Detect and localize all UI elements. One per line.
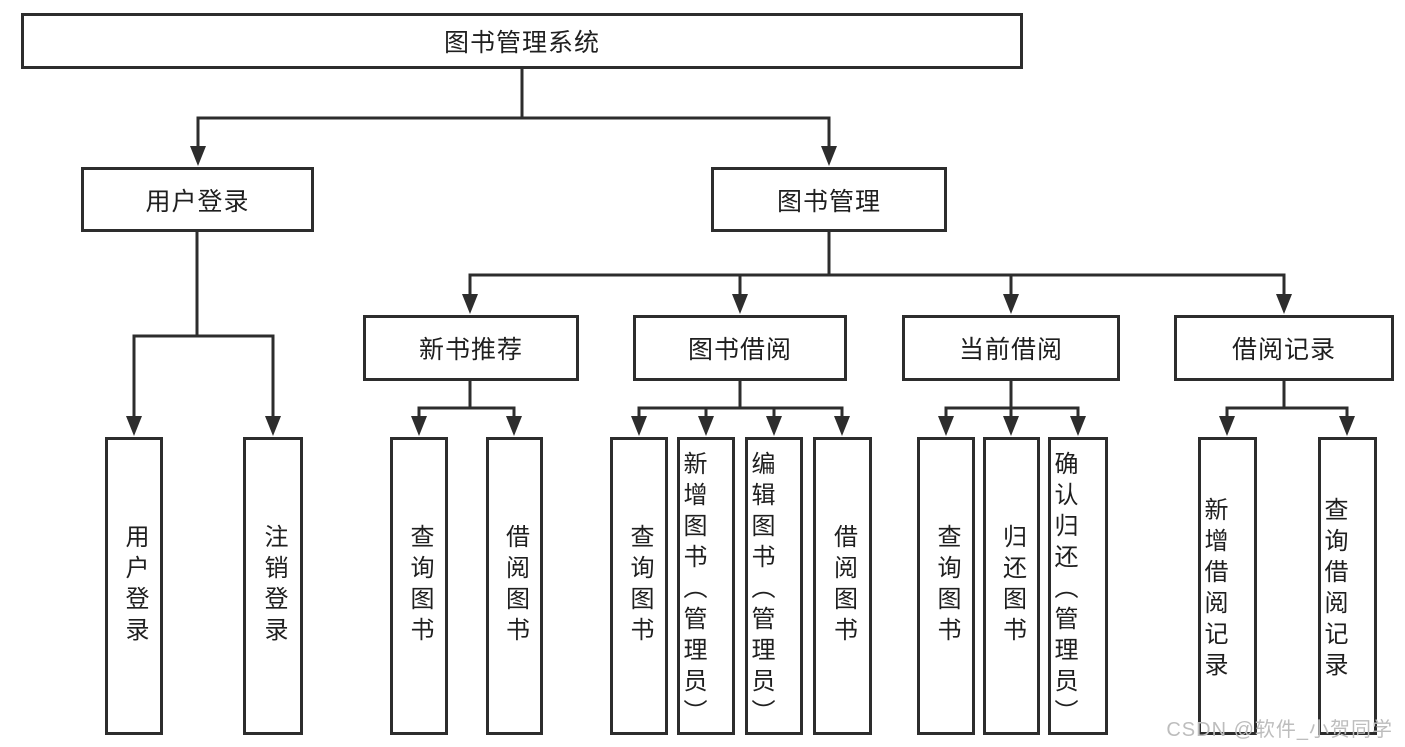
node-user-login-label: 用户登录	[145, 187, 250, 216]
leaf-borrow-books-2-label: 借阅图书	[829, 524, 857, 648]
leaf-add-borrow-record: 新增借阅记录	[1198, 437, 1257, 735]
node-book-borrowing-label: 图书借阅	[687, 336, 792, 364]
leaf-borrow-books-1: 借阅图书	[486, 437, 543, 735]
leaf-edit-books-admin-label: 编辑图书（管理员）	[747, 450, 774, 730]
node-current-borrowing: 当前借阅	[902, 315, 1120, 381]
leaf-confirm-return-admin-label: 确认归还（管理员）	[1050, 450, 1077, 730]
node-borrowing-records: 借阅记录	[1174, 315, 1394, 381]
csdn-watermark: CSDN @软件_小贺同学	[1166, 719, 1393, 741]
node-new-book-recommend: 新书推荐	[363, 315, 579, 381]
leaf-logout: 注销登录	[243, 437, 303, 735]
leaf-add-books-admin-label: 新增图书（管理员）	[679, 450, 706, 730]
leaf-confirm-return-admin: 确认归还（管理员）	[1048, 437, 1108, 735]
node-book-management-label: 图书管理	[776, 187, 881, 216]
node-new-book-recommend-label: 新书推荐	[418, 336, 523, 364]
node-current-borrowing-label: 当前借阅	[958, 336, 1063, 364]
connector-lines	[132, 67, 1349, 422]
leaf-query-books-3: 查询图书	[917, 437, 975, 735]
leaf-query-borrow-record: 查询借阅记录	[1318, 437, 1377, 735]
leaf-query-books-1-label: 查询图书	[406, 524, 433, 648]
node-root: 图书管理系统	[21, 13, 1023, 69]
leaf-borrow-books-1-label: 借阅图书	[501, 524, 529, 648]
node-book-management: 图书管理	[711, 167, 947, 232]
leaf-query-books-2: 查询图书	[610, 437, 668, 735]
leaf-logout-label: 注销登录	[260, 524, 287, 648]
leaf-query-books-1: 查询图书	[390, 437, 448, 735]
leaf-return-books: 归还图书	[983, 437, 1040, 735]
leaf-query-books-2-label: 查询图书	[626, 524, 653, 648]
leaf-user-login-label: 用户登录	[121, 524, 148, 648]
leaf-return-books-label: 归还图书	[998, 524, 1026, 648]
node-user-login: 用户登录	[81, 167, 314, 232]
leaf-edit-books-admin: 编辑图书（管理员）	[745, 437, 803, 735]
leaf-query-books-3-label: 查询图书	[933, 524, 960, 648]
leaf-borrow-books-2: 借阅图书	[813, 437, 872, 735]
leaf-add-borrow-record-label: 新增借阅记录	[1200, 497, 1227, 683]
leaf-query-borrow-record-label: 查询借阅记录	[1320, 497, 1347, 683]
leaf-add-books-admin: 新增图书（管理员）	[677, 437, 735, 735]
leaf-user-login: 用户登录	[105, 437, 163, 735]
node-book-borrowing: 图书借阅	[633, 315, 847, 381]
node-root-label: 图书管理系统	[443, 29, 600, 57]
node-borrowing-records-label: 借阅记录	[1231, 336, 1336, 364]
